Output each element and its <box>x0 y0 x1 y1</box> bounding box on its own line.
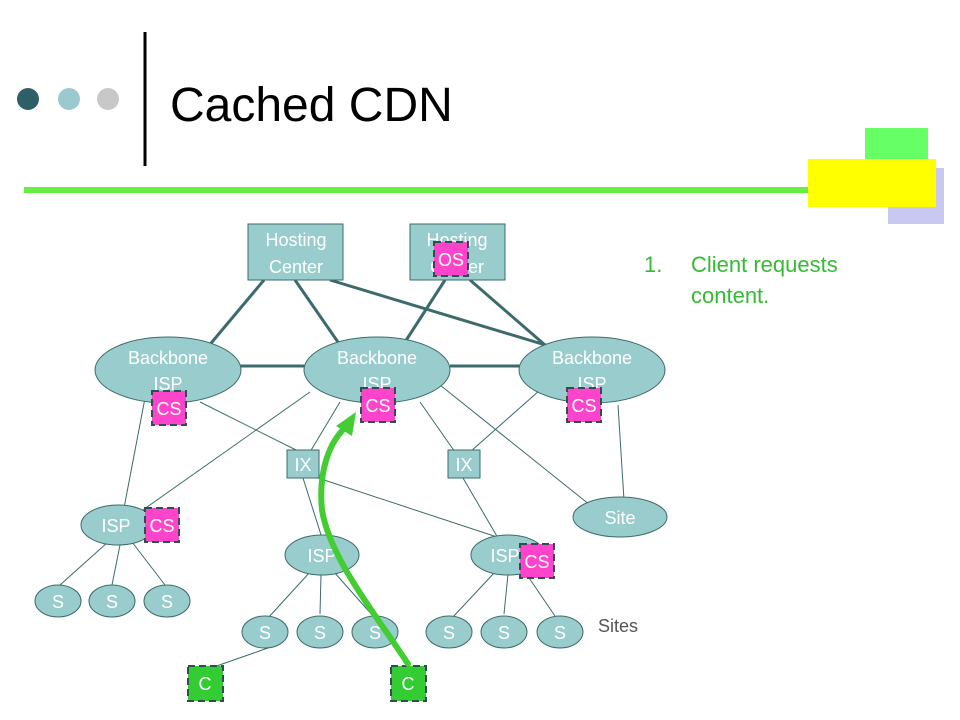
backbone-isp-right-line1: Backbone <box>552 348 632 368</box>
cache-server-label: CS <box>524 552 549 572</box>
isp-right-label: ISP <box>490 546 519 566</box>
cache-server-box <box>566 387 602 423</box>
access-links <box>59 384 625 671</box>
cache-server-box <box>144 507 180 543</box>
s-node <box>241 615 289 649</box>
s-node-label: S <box>106 592 118 612</box>
ix-left-label: IX <box>294 455 311 475</box>
s-node-label: S <box>259 623 271 643</box>
s-node-label: S <box>498 623 510 643</box>
step-text-line2: content. <box>691 283 769 308</box>
hosting-center-1 <box>247 223 344 281</box>
hosting-center-1-line2: Center <box>269 257 323 277</box>
client-box <box>187 665 224 702</box>
request-arrow-head <box>336 412 356 436</box>
s-node <box>480 615 528 649</box>
s-node <box>143 584 191 618</box>
s-nodes-center: S S S <box>241 615 399 649</box>
s-node-label: S <box>161 592 173 612</box>
s-node-label: S <box>314 623 326 643</box>
backbone-isp-left-line1: Backbone <box>128 348 208 368</box>
cache-server-box <box>519 543 555 579</box>
s-node <box>34 584 82 618</box>
s-node <box>296 615 344 649</box>
s-node-label: S <box>52 592 64 612</box>
isp-left-label: ISP <box>101 516 130 536</box>
isp-center-label: ISP <box>307 546 336 566</box>
s-node <box>88 584 136 618</box>
s-node <box>425 615 473 649</box>
bullet-gray <box>97 88 119 110</box>
sites-label: Sites <box>598 616 638 636</box>
step-text-line1: Client requests <box>691 252 838 277</box>
ix-right <box>447 449 481 479</box>
client-label: C <box>402 674 415 694</box>
s-nodes-right: S S S <box>425 615 584 649</box>
backbone-isp-center-line1: Backbone <box>337 348 417 368</box>
cache-server-label: CS <box>365 396 390 416</box>
backbone-isp-left-line2: ISP <box>153 374 182 394</box>
ix-left <box>286 449 320 479</box>
step-number: 1. <box>644 252 662 277</box>
slide-title: Cached CDN <box>170 79 453 132</box>
bullet-dark <box>17 88 39 110</box>
cache-server-label: CS <box>156 399 181 419</box>
cache-server-box <box>151 390 187 426</box>
origin-server-label: OS <box>438 250 464 270</box>
s-node-label: S <box>369 623 381 643</box>
s-nodes-left: S S S <box>34 584 191 618</box>
origin-server-box <box>433 241 469 277</box>
cache-server-label: CS <box>149 516 174 536</box>
ix-right-label: IX <box>455 455 472 475</box>
client-label: C <box>199 674 212 694</box>
bullet-light <box>58 88 80 110</box>
request-arrow <box>318 422 411 667</box>
cache-server-label: CS <box>571 396 596 416</box>
cache-server-box <box>360 387 396 423</box>
hosting-center-1-line1: Hosting <box>265 230 326 250</box>
site-node <box>572 496 668 538</box>
s-node-label: S <box>443 623 455 643</box>
accent-yellow-rect <box>808 159 936 207</box>
site-node-label: Site <box>604 508 635 528</box>
s-node <box>536 615 584 649</box>
s-node-label: S <box>554 623 566 643</box>
